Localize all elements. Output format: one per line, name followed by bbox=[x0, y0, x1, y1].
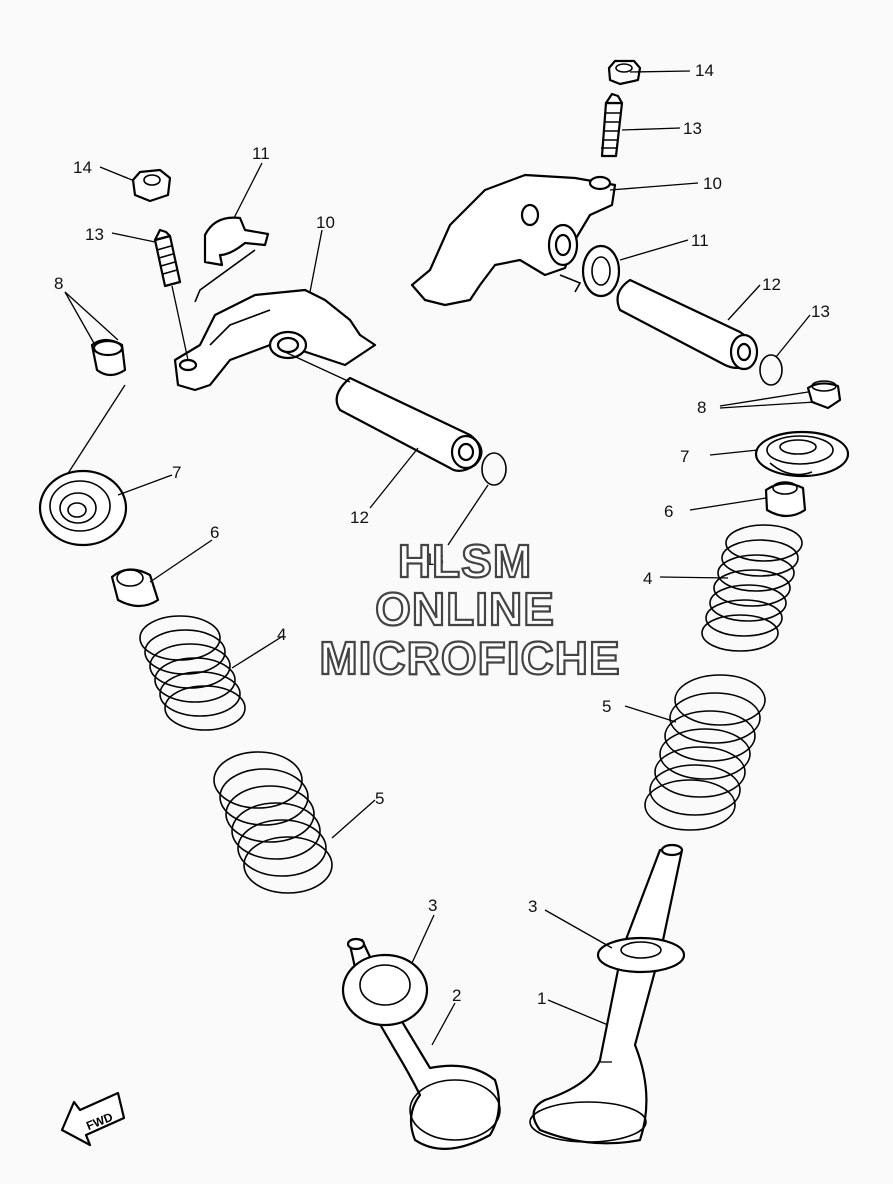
rocker-shaft-left bbox=[284, 351, 483, 472]
callout-10: 11 bbox=[252, 144, 270, 163]
callout-12: 13 bbox=[811, 302, 830, 321]
adjusting-screw-left bbox=[153, 228, 189, 361]
outer-spring-right bbox=[644, 674, 766, 831]
outer-spring-left bbox=[213, 751, 333, 894]
callout-11: 12 bbox=[350, 508, 369, 527]
callout-3: 3 bbox=[428, 896, 437, 915]
callout-8: 8 bbox=[697, 398, 706, 417]
callouts: 14 13 10 11 12 13 8 7 6 4 5 3 1 14 11 13… bbox=[54, 61, 830, 1008]
valve-2 bbox=[346, 937, 501, 1150]
callout-14: 14 bbox=[73, 158, 92, 177]
inner-spring-right bbox=[701, 524, 803, 652]
callout-4: 4 bbox=[643, 569, 652, 588]
callout-11: 12 bbox=[762, 275, 781, 294]
watermark-line-2: ONLINE bbox=[375, 583, 555, 635]
watermark-line-1: HLSM bbox=[398, 535, 532, 587]
callout-7: 7 bbox=[680, 447, 689, 466]
callout-9: 10 bbox=[703, 174, 722, 193]
leader-lines bbox=[64, 70, 816, 1046]
callout-2: 2 bbox=[452, 986, 461, 1005]
stem-seal-right bbox=[764, 481, 807, 518]
callout-3: 3 bbox=[528, 897, 537, 916]
fwd-arrow-icon: FWD bbox=[60, 1091, 126, 1147]
o-ring-left bbox=[481, 452, 507, 486]
adjusting-screw-right bbox=[600, 92, 624, 158]
valve-cotter-right bbox=[806, 380, 842, 410]
watermark: HLSM ONLINE MICROFICHE bbox=[318, 534, 621, 685]
callout-13: 13 bbox=[85, 225, 104, 244]
callout-6: 6 bbox=[210, 523, 219, 542]
locknut-right bbox=[607, 59, 642, 86]
watermark-line-3: MICROFICHE bbox=[319, 632, 620, 684]
callout-10: 11 bbox=[691, 231, 709, 250]
o-ring-right bbox=[759, 354, 783, 386]
callout-5: 5 bbox=[375, 789, 384, 808]
lock-washer-left bbox=[194, 216, 270, 303]
callout-14: 14 bbox=[695, 61, 714, 80]
spring-retainer-right bbox=[754, 430, 850, 478]
valve-collar-left bbox=[341, 953, 429, 1027]
spring-retainer-left bbox=[38, 469, 128, 547]
rocker-arm-right bbox=[410, 173, 617, 307]
inner-spring-left bbox=[139, 615, 246, 731]
rocker-shaft-right bbox=[616, 278, 759, 371]
rocker-arm-left bbox=[173, 288, 377, 392]
callout-1: 1 bbox=[537, 989, 546, 1008]
callout-12: 13 bbox=[425, 550, 444, 569]
callout-9: 10 bbox=[316, 213, 335, 232]
callout-7: 7 bbox=[172, 463, 181, 482]
lock-washer-right bbox=[559, 244, 621, 298]
valve-cotter-left bbox=[64, 338, 127, 479]
callout-5: 5 bbox=[602, 697, 611, 716]
valve-1 bbox=[529, 843, 684, 1145]
callout-6: 6 bbox=[664, 502, 673, 521]
callout-13: 13 bbox=[683, 119, 702, 138]
stem-seal-left bbox=[110, 568, 160, 608]
valve-collar-right bbox=[596, 936, 686, 974]
callout-8: 8 bbox=[54, 274, 63, 293]
callout-4: 4 bbox=[277, 625, 286, 644]
locknut-left bbox=[131, 168, 172, 203]
